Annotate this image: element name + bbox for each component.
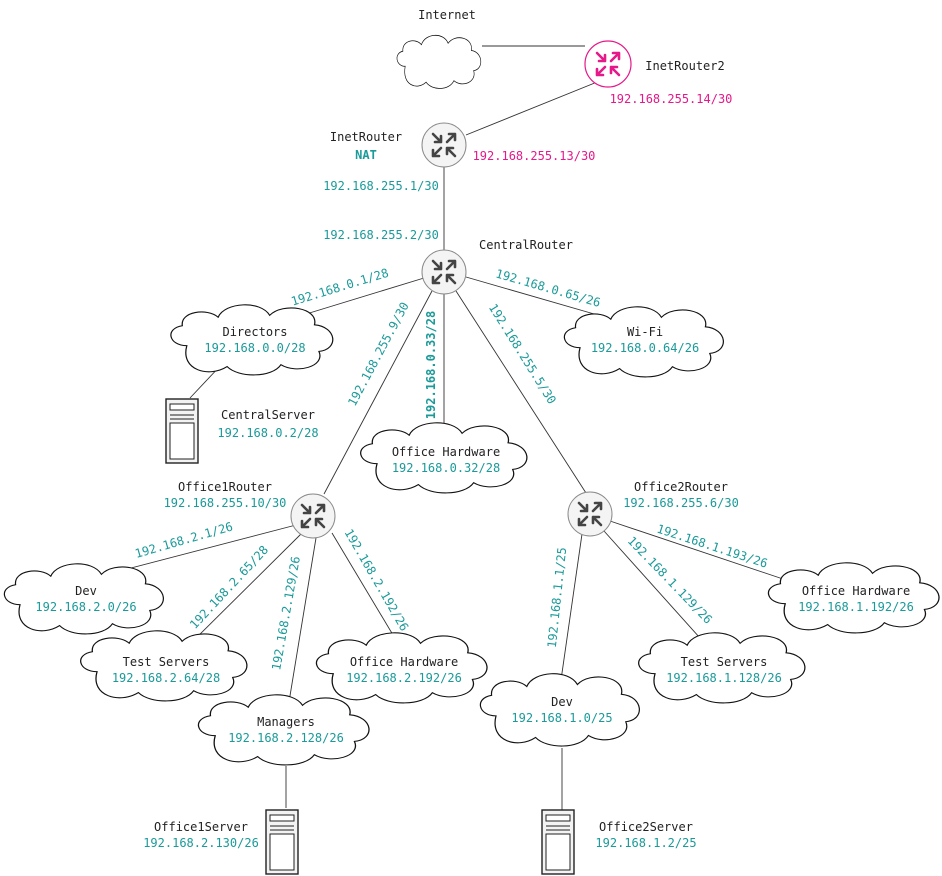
network-name: Dev xyxy=(75,584,97,598)
cloud-icon xyxy=(197,694,370,766)
office1server-ip: 192.168.2.130/26 xyxy=(143,836,259,850)
link-office1-hardware xyxy=(331,532,397,641)
network-name: Office Hardware xyxy=(392,445,500,459)
link-office2-test xyxy=(603,530,701,639)
network-name: Test Servers xyxy=(123,655,210,669)
inetrouter-name: InetRouter xyxy=(330,130,402,144)
server-icon xyxy=(165,398,199,464)
inetrouter2-ip: 192.168.255.14/30 xyxy=(610,92,733,106)
office1router-ip: 192.168.255.10/30 xyxy=(164,496,287,510)
server-icon xyxy=(541,809,575,875)
office1router-name: Office1Router xyxy=(178,480,272,494)
inetrouter[interactable] xyxy=(421,122,467,168)
network-cidr: 192.168.2.64/28 xyxy=(112,671,220,685)
inetrouter-ip-east: 192.168.255.13/30 xyxy=(473,149,596,163)
network-office1-test[interactable]: Test Servers 192.168.2.64/28 xyxy=(80,630,248,702)
office2router[interactable] xyxy=(567,491,613,537)
centralrouter[interactable] xyxy=(421,249,467,295)
cloud-icon xyxy=(3,563,164,635)
link-office1-test xyxy=(183,532,303,651)
cloud-icon xyxy=(396,34,482,89)
network-cidr: 192.168.2.192/26 xyxy=(346,671,462,685)
network-office2-dev[interactable]: Dev 192.168.1.0/25 xyxy=(479,673,640,747)
office2server-ip: 192.168.1.2/25 xyxy=(595,836,696,850)
network-name: Office Hardware xyxy=(802,584,910,598)
network-directors[interactable]: Directors 192.168.0.0/28 xyxy=(170,304,334,376)
router-icon xyxy=(584,40,632,88)
centralserver-ip: 192.168.0.2/28 xyxy=(217,426,318,440)
internet-cloud xyxy=(396,34,482,89)
router-icon xyxy=(421,249,467,295)
network-name: Wi-Fi xyxy=(627,325,663,339)
link-inetrouter-inetrouter2 xyxy=(465,75,613,136)
office1router[interactable] xyxy=(290,493,336,539)
inetrouter-nat-tag: NAT xyxy=(355,148,377,162)
router-icon xyxy=(567,491,613,537)
network-name: Managers xyxy=(257,715,315,729)
centralrouter-ip-hardware: 192.168.0.33/28 xyxy=(424,311,438,419)
office2router-ip: 192.168.255.6/30 xyxy=(623,496,739,510)
office2router-name: Office2Router xyxy=(634,480,728,494)
link-central-office2 xyxy=(455,290,587,494)
network-office2-hardware[interactable]: Office Hardware 192.168.1.192/26 xyxy=(767,562,940,634)
network-cidr: 192.168.1.192/26 xyxy=(798,600,914,614)
links xyxy=(107,45,787,812)
network-cidr: 192.168.1.128/26 xyxy=(666,671,782,685)
cloud-icon xyxy=(479,673,640,747)
network-cidr: 192.168.0.64/26 xyxy=(591,341,699,355)
link-office2-hardware xyxy=(609,520,787,581)
server-office1[interactable] xyxy=(265,809,299,875)
server-office2[interactable] xyxy=(541,809,575,875)
server-icon xyxy=(265,809,299,875)
centralrouter-ip-up: 192.168.255.2/30 xyxy=(323,228,439,242)
office1server-name: Office1Server xyxy=(154,820,248,834)
office1router-ip-hardware: 192.168.2.192/26 xyxy=(342,526,412,633)
link-central-wifi xyxy=(465,276,609,319)
network-wifi[interactable]: Wi-Fi 192.168.0.64/26 xyxy=(563,306,724,378)
centralrouter-name: CentralRouter xyxy=(479,238,573,252)
office1router-ip-managers: 192.168.2.129/26 xyxy=(269,555,303,671)
cloud-icon xyxy=(170,304,334,376)
network-cidr: 192.168.1.0/25 xyxy=(511,711,612,725)
router-icon xyxy=(421,122,467,168)
network-name: Office Hardware xyxy=(350,655,458,669)
network-office2-test[interactable]: Test Servers 192.168.1.128/26 xyxy=(638,632,806,704)
inetrouter2-name: InetRouter2 xyxy=(645,59,724,73)
router-icon xyxy=(290,493,336,539)
network-name: Test Servers xyxy=(681,655,768,669)
office2router-ip-dev: 192.168.1.1/25 xyxy=(545,547,569,649)
centralserver-name: CentralServer xyxy=(221,408,315,422)
centralrouter-ip-wifi: 192.168.0.65/26 xyxy=(494,266,602,309)
network-office1-dev[interactable]: Dev 192.168.2.0/26 xyxy=(3,563,164,635)
office2router-ip-hardware: 192.168.1.193/26 xyxy=(655,522,769,571)
link-office1-dev xyxy=(107,524,297,575)
network-cidr: 192.168.0.0/28 xyxy=(204,341,305,355)
link-office2-dev xyxy=(560,533,583,681)
network-office1-managers[interactable]: Managers 192.168.2.128/26 xyxy=(197,694,370,766)
network-cidr: 192.168.2.128/26 xyxy=(228,731,344,745)
office2server-name: Office2Server xyxy=(599,820,693,834)
link-office1-managers xyxy=(287,537,317,709)
centralrouter-ip-directors: 192.168.0.1/28 xyxy=(289,266,390,309)
inetrouter2[interactable] xyxy=(584,40,632,88)
network-cidr: 192.168.2.0/26 xyxy=(35,600,136,614)
link-central-office1 xyxy=(323,290,433,495)
office1router-ip-test: 192.168.2.65/28 xyxy=(187,543,271,632)
network-name: Dev xyxy=(551,695,573,709)
internet-label: Internet xyxy=(418,8,476,22)
server-central[interactable] xyxy=(165,398,199,464)
network-name: Directors xyxy=(222,325,287,339)
inetrouter-ip-down: 192.168.255.1/30 xyxy=(323,179,439,193)
network-cidr: 192.168.0.32/28 xyxy=(392,461,500,475)
network-central-hardware[interactable]: Office Hardware 192.168.0.32/28 xyxy=(360,422,528,494)
network-office1-hardware[interactable]: Office Hardware 192.168.2.192/26 xyxy=(315,632,488,704)
